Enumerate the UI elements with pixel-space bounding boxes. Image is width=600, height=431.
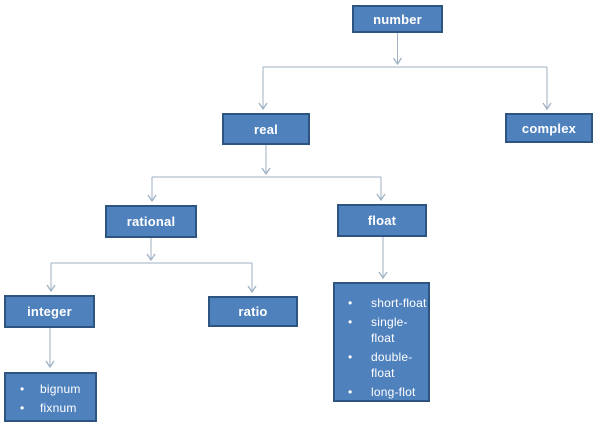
node-float-children: short-float single-float double-float lo… (333, 282, 430, 402)
node-integer: integer (4, 295, 95, 328)
list-item-label: single-float (371, 315, 408, 345)
list-item: double-float (335, 349, 428, 381)
node-ratio: ratio (208, 296, 298, 327)
node-number: number (352, 5, 443, 33)
list-item-label: fixnum (40, 401, 77, 415)
list-item-label: long-flot (371, 385, 416, 399)
node-float: float (337, 204, 427, 237)
node-real: real (222, 113, 310, 145)
list-item-label: double-float (371, 350, 413, 380)
list-item: fixnum (6, 400, 95, 416)
list-item: long-flot (335, 384, 428, 400)
list-item: bignum (6, 381, 95, 397)
list-item: short-float (335, 295, 428, 311)
float-children-list: short-float single-float double-float lo… (335, 284, 428, 400)
node-integer-children: bignum fixnum (4, 372, 97, 422)
list-item: single-float (335, 314, 428, 346)
node-complex: complex (505, 113, 593, 143)
list-item-label: bignum (40, 382, 81, 396)
integer-children-list: bignum fixnum (6, 374, 95, 416)
list-item-label: short-float (371, 296, 427, 310)
node-rational: rational (105, 205, 197, 238)
